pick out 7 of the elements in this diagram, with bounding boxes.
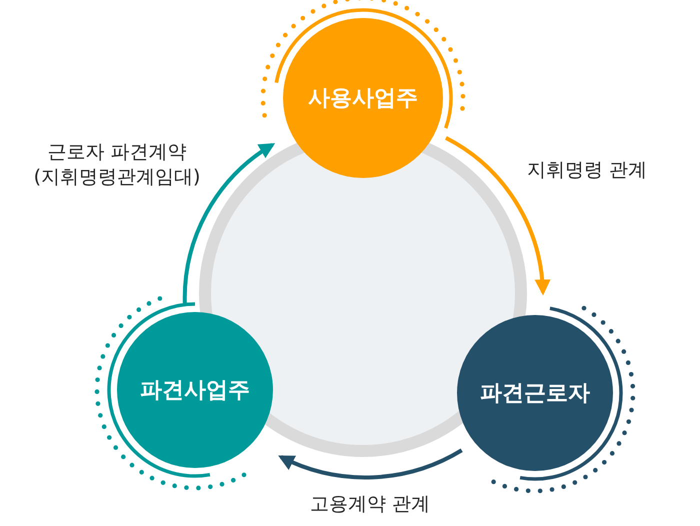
arrow: [444, 136, 550, 296]
arrow: [278, 448, 463, 480]
role-circle: [117, 312, 273, 468]
role-label: 파견사업주: [140, 377, 250, 405]
role-label: 사용사업주: [308, 85, 418, 113]
role-label: 파견근로자: [480, 380, 590, 408]
arrow: [182, 143, 276, 306]
